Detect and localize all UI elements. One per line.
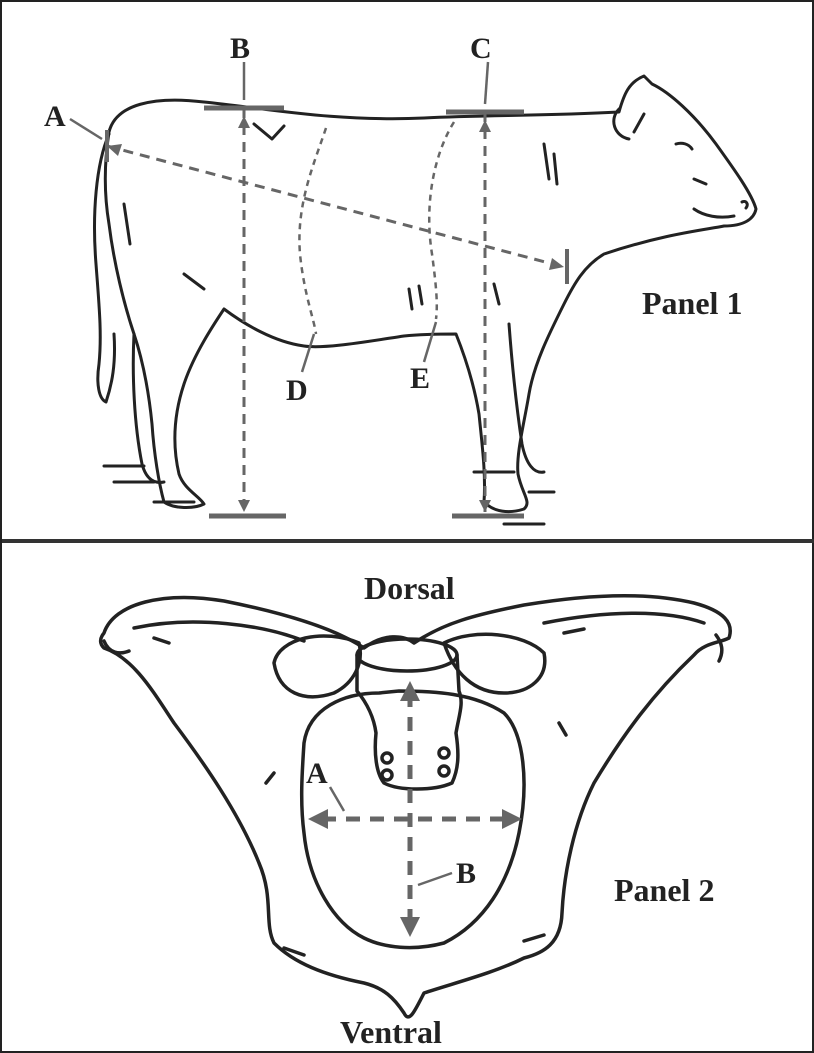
panel-2: A B Dorsal Ventral Panel 2 [4,543,814,1053]
girth-contour-e [429,122,454,319]
measure-line-a [107,146,564,267]
left-lobe [274,636,360,697]
marker-d: D [286,374,308,407]
pelvis-outline [101,596,731,1017]
marker-b: B [230,32,250,65]
ventral-label: Ventral [340,1014,442,1050]
dorsal-label: Dorsal [364,570,455,606]
cow-hind-leg [133,334,164,482]
sacrum-top [357,639,457,671]
marker-a: A [44,100,66,133]
marker-e: E [410,362,430,395]
panel-1: A B C D E Panel 1 [4,4,814,539]
cow-eye [676,143,692,149]
cow-ear [614,109,629,139]
cow-front-leg [509,324,544,472]
marker-c: C [470,32,492,65]
girth-contour-d [299,128,326,334]
marker-b: B [456,857,476,890]
panel-1-label: Panel 1 [642,285,742,321]
cow-illustration: A B C D E Panel 1 [4,4,814,539]
cow-nostril [742,201,747,208]
marker-a: A [306,757,328,790]
pelvis-illustration: A B Dorsal Ventral Panel 2 [4,543,814,1053]
panel-2-label: Panel 2 [614,872,714,908]
